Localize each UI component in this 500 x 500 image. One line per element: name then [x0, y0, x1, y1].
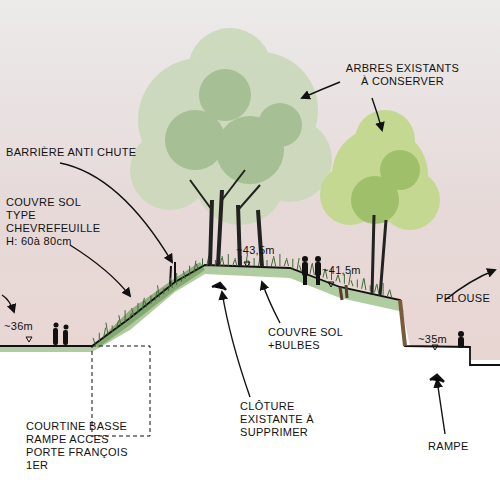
grass-blade — [202, 258, 203, 266]
grass-blade — [158, 285, 160, 297]
ramp-label: RAMPE — [428, 440, 488, 453]
grass-blade — [351, 280, 353, 286]
grass-blade — [375, 285, 377, 293]
grass-blade — [271, 258, 273, 266]
groundcover — [0, 265, 404, 352]
grass-blade — [279, 254, 280, 266]
grass-blade — [112, 325, 113, 331]
grass-blade — [222, 256, 224, 266]
grass-blade — [336, 275, 338, 281]
grass-blade — [377, 284, 379, 294]
grass-blade — [287, 258, 289, 266]
grass-blade — [181, 276, 183, 282]
grass-blade — [254, 258, 255, 266]
grass-blade — [310, 264, 312, 274]
ground — [0, 265, 500, 500]
grass-blade — [129, 313, 131, 319]
grass-blade — [168, 283, 170, 291]
grass-blade — [119, 315, 121, 325]
grass-blade — [364, 278, 366, 290]
fence-note: CLÔTURE EXISTANTE À SUPPRIMER — [240, 400, 358, 439]
grass-blade — [284, 260, 286, 266]
grass-blade — [228, 254, 229, 266]
ramp-note: COURTINE BASSE RAMPE ACCES PORTE FRANÇOI… — [26, 420, 144, 472]
grass-blade — [106, 323, 108, 335]
grass-blade — [383, 283, 384, 295]
grass-blade — [183, 271, 185, 279]
grass-blade — [93, 338, 95, 344]
bulbs-note: COUVRE SOL +BULBES — [268, 326, 346, 352]
grass-blade — [387, 290, 389, 296]
grass-blade — [299, 265, 301, 271]
grass-blade — [233, 260, 235, 266]
level-label: ~41,5m — [322, 264, 372, 277]
grass-blade — [138, 303, 139, 313]
grass-blade — [104, 328, 106, 338]
grass-blade — [357, 280, 358, 288]
grass-blade — [194, 261, 196, 273]
grass-blade — [117, 320, 119, 328]
lawn-note: PELOUSE — [436, 292, 496, 305]
grass-blade — [132, 308, 134, 316]
grass-blade — [196, 264, 198, 270]
grass-blade — [390, 289, 392, 297]
leader-arrows — [2, 82, 495, 434]
terrain-profile — [0, 265, 500, 365]
grass-blade — [170, 278, 172, 288]
groundcover-note: COUVRE SOL TYPE CHEVREFEUILLE H: 60à 80c… — [6, 196, 106, 248]
grass-blade — [99, 333, 100, 341]
grass-blade — [150, 296, 151, 304]
level-label: ~43,5m — [236, 244, 286, 257]
grass-blade — [267, 260, 268, 266]
grass-blade — [142, 298, 144, 310]
grass-blade — [297, 258, 299, 270]
grass-blade — [155, 290, 157, 300]
tree-note: ARBRES EXISTANTS À CONSERVER — [345, 62, 460, 88]
grass-blade — [292, 259, 293, 269]
fence-post — [340, 285, 347, 300]
right-tree — [320, 110, 440, 296]
level-label: ~36m — [4, 320, 44, 333]
grass-blade — [163, 288, 164, 294]
grass-blade — [235, 258, 237, 266]
grass-strokes — [93, 254, 392, 344]
grass-blade — [189, 266, 190, 276]
grass-blade — [274, 256, 276, 266]
grass-blade — [215, 260, 216, 266]
wall — [400, 300, 405, 346]
grass-blade — [370, 285, 371, 291]
grass-blade — [362, 279, 364, 289]
grass-blade — [176, 273, 177, 285]
big-tree — [130, 28, 332, 267]
arrow-strokes — [212, 283, 444, 382]
grass-blade — [125, 310, 126, 322]
people — [53, 256, 464, 348]
grass-blade — [312, 263, 314, 275]
barrier-note: BARRIÈRE ANTI CHUTE — [6, 146, 156, 159]
level-label: ~35m — [418, 333, 463, 346]
grass-blade — [145, 301, 147, 307]
